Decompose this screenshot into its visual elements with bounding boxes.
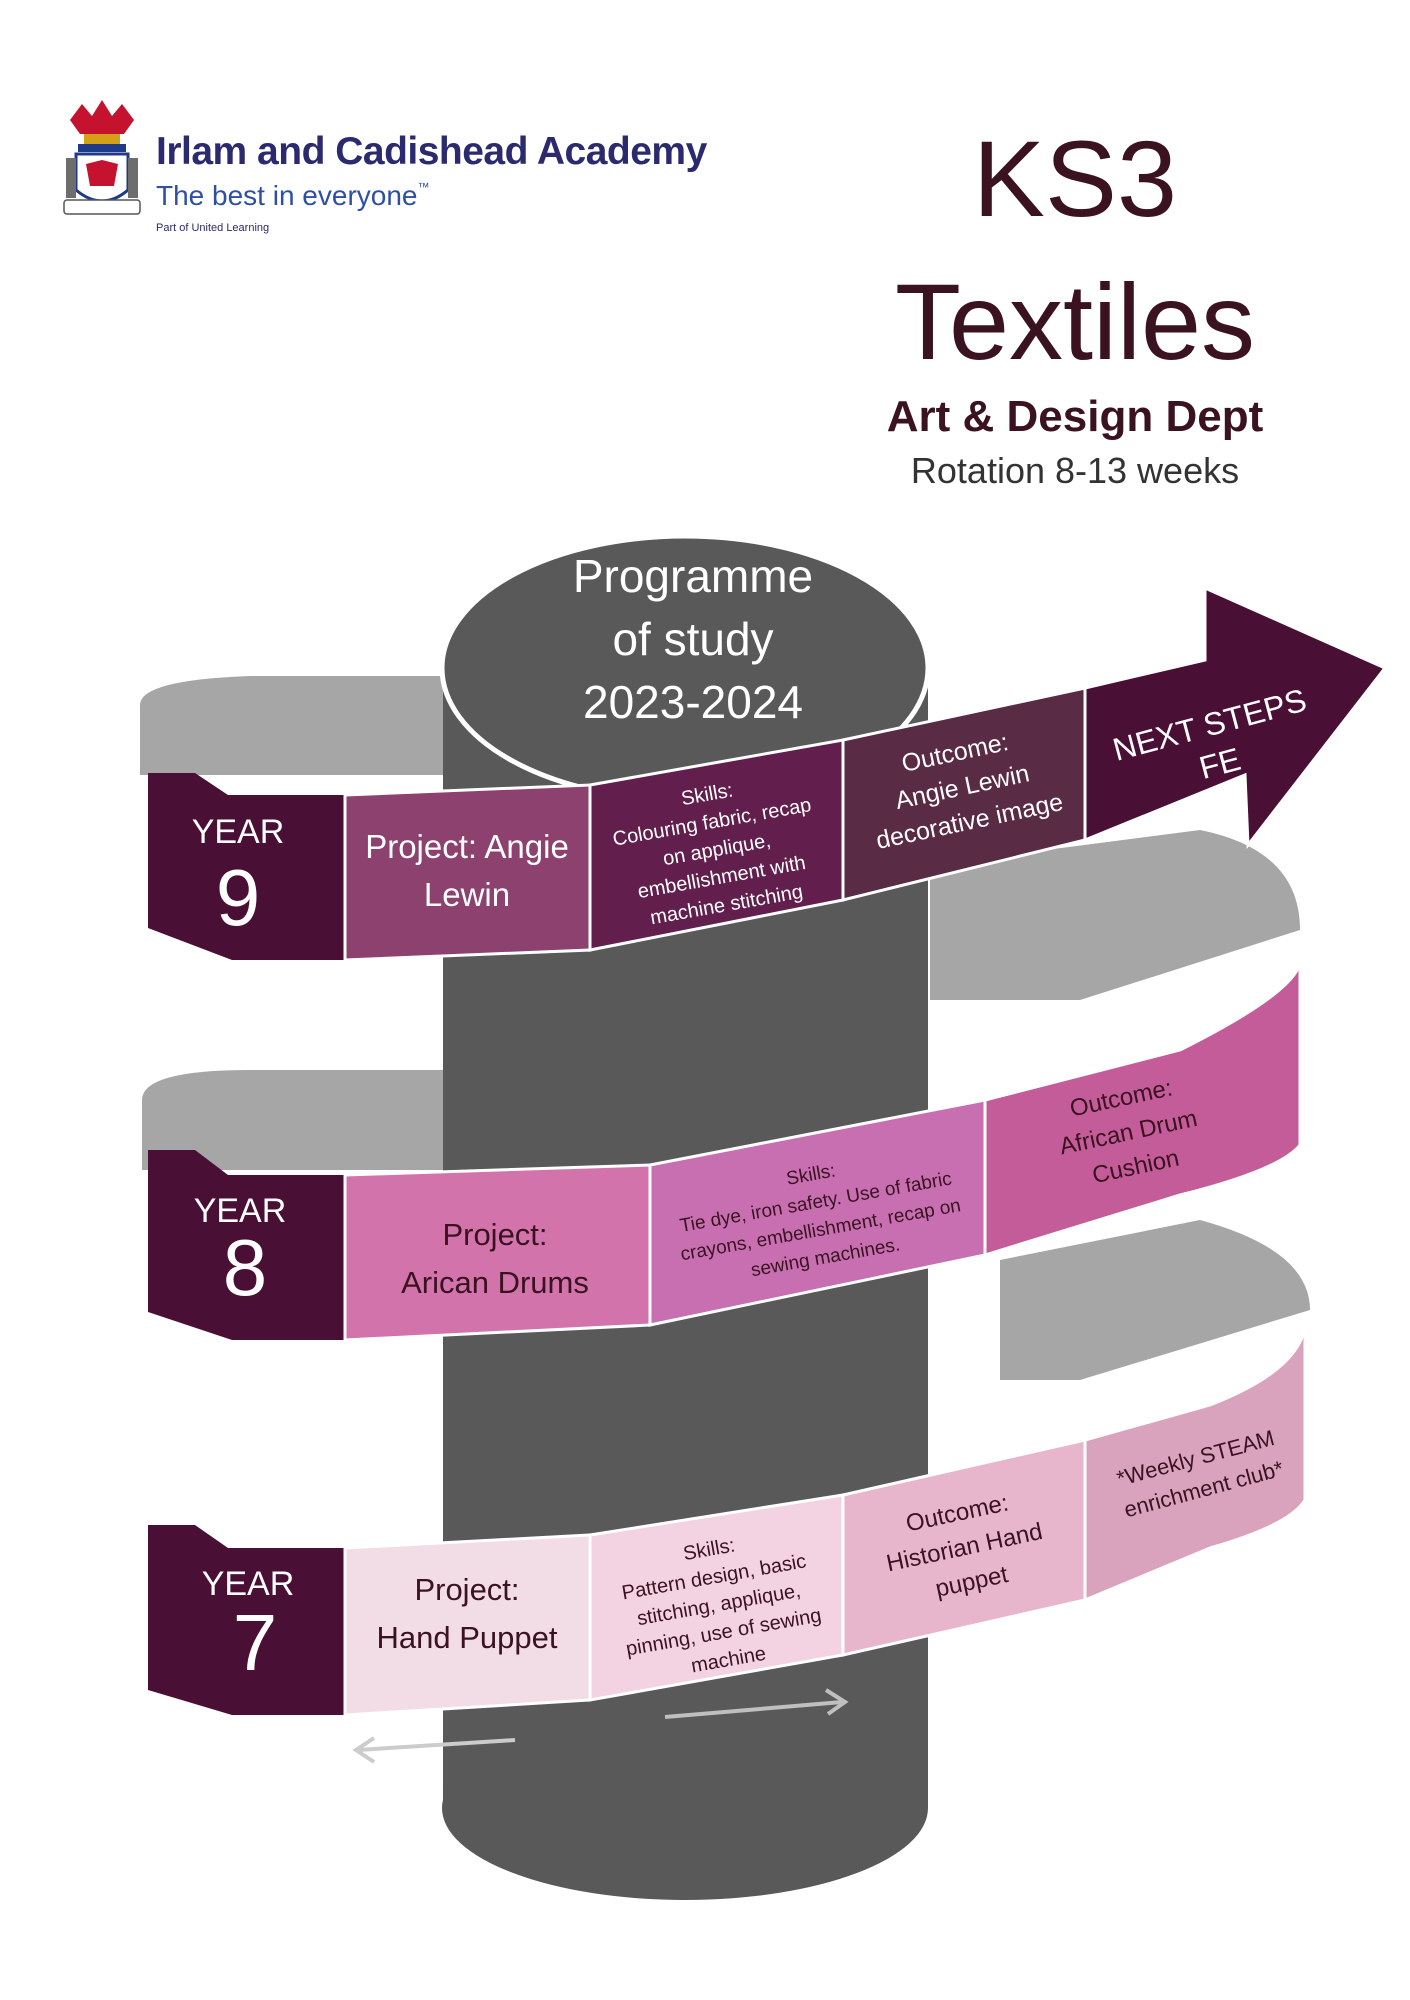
year8-label: YEAR [194, 1192, 287, 1230]
trademark-mark: ™ [417, 180, 430, 194]
year7-label-block [148, 1525, 345, 1715]
year9-project-cell [343, 783, 592, 962]
year8-label-block [148, 1150, 345, 1340]
year7-enrichment-cell [1083, 1324, 1307, 1603]
band-back-right-2 [1000, 1220, 1310, 1380]
rotation-text: Rotation 8-13 weeks [910, 450, 1240, 491]
subject-title: Textiles [894, 261, 1256, 382]
year9-project-line-1: Project: Angie [365, 828, 569, 865]
pillar-heading-line-2: of study [612, 613, 773, 665]
year8-outcome-cell [983, 959, 1302, 1258]
backward-arrow [352, 1736, 516, 1764]
year8-project-line-1: Project: [442, 1217, 547, 1252]
year8-project-line-2: Arican Drums [401, 1265, 589, 1300]
year9-label-block [148, 773, 345, 960]
school-name: Irlam and Cadishead Academy [156, 130, 707, 173]
department-title: Art & Design Dept [886, 392, 1264, 441]
band-back-year9 [140, 676, 470, 775]
pillar-heading-line-3: 2023-2024 [583, 676, 803, 728]
band-back-year8 [142, 1070, 470, 1170]
pillar-bottom [442, 1716, 928, 1900]
year7-number: 7 [233, 1598, 278, 1687]
tagline-text: The best in everyone [156, 180, 418, 211]
next-steps-arrow [1083, 585, 1388, 850]
year7-project-line-1: Project: [414, 1572, 519, 1607]
year9-project-line-2: Lewin [424, 876, 510, 913]
year9-number: 9 [216, 853, 261, 942]
school-tagline: The best in everyone™ [156, 180, 430, 212]
band-back-right-1 [930, 830, 1300, 1000]
year8-number: 8 [223, 1223, 268, 1312]
pillar-heading-line-1: Programme [573, 550, 813, 602]
year8-project-cell [343, 1163, 652, 1342]
academy-crest-logo [63, 100, 141, 215]
forward-arrow [664, 1688, 849, 1719]
year7-project-line-2: Hand Puppet [377, 1620, 558, 1655]
year7-label: YEAR [202, 1565, 295, 1603]
year9-label: YEAR [192, 813, 285, 851]
page-title: KS3 [972, 118, 1178, 239]
part-of-united-learning: Part of United Learning [156, 222, 270, 234]
